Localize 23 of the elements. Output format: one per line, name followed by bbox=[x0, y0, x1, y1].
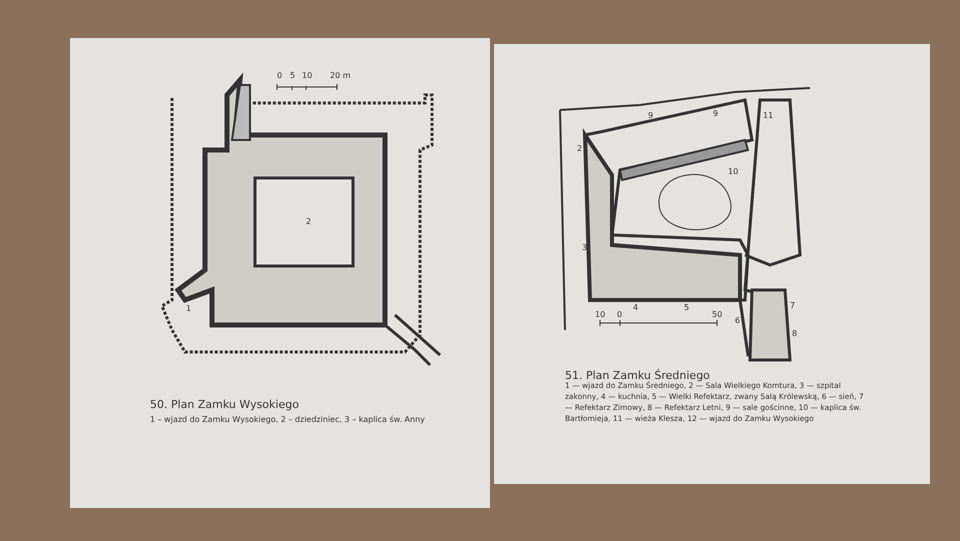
room-number: 1 bbox=[186, 305, 192, 313]
room-number: 10 bbox=[728, 168, 738, 176]
room-number: 7 bbox=[790, 302, 796, 310]
room-number: 9 bbox=[648, 112, 654, 120]
room-number: 9 bbox=[713, 110, 718, 118]
room-number: 4 bbox=[633, 304, 638, 312]
figure-title: 50. Plan Zamku Wysokiego bbox=[150, 397, 300, 413]
scale-number: 20 m bbox=[330, 72, 351, 80]
scale-number: 10 bbox=[595, 311, 606, 319]
figure-caption: 1 – wjazd do Zamku Wysokiego, 2 – dziedziniec, 3 – kaplica św. Anny bbox=[150, 414, 426, 426]
scale-number: 10 bbox=[302, 72, 312, 80]
scale-number: 5 bbox=[290, 72, 296, 80]
figure-title: 51. Plan Zamku Średniego bbox=[565, 368, 711, 382]
room-number: 5 bbox=[684, 304, 690, 312]
room-number: 11 bbox=[763, 112, 774, 120]
scale-number: 50 bbox=[712, 311, 722, 319]
room-number: 2 bbox=[306, 218, 312, 226]
scale-number: 0 bbox=[277, 72, 282, 80]
scale-number: 0 bbox=[617, 311, 622, 319]
room-number: 8 bbox=[792, 330, 798, 338]
room-number: 2 bbox=[577, 145, 582, 153]
room-number: 6 bbox=[735, 317, 740, 325]
room-number: 3 bbox=[582, 244, 588, 252]
